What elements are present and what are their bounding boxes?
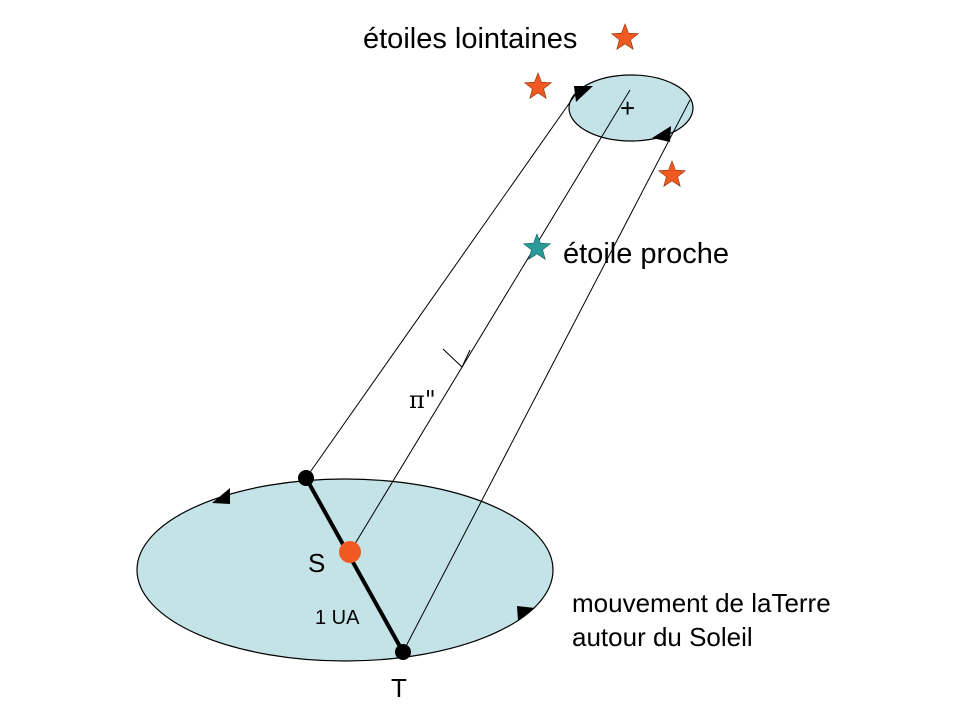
apparent-arrow-upper-left [574,86,593,102]
orbit-arrow-lower-right [517,606,535,621]
orbit-caption-line2: autour du Soleil [572,622,753,652]
sun-label: S [308,548,325,578]
nearby-star-label: étoile proche [563,238,729,270]
earth-label: T [391,673,407,703]
apparent-arrow-lower-right [652,126,671,142]
distance-label: 1 UA [315,607,360,629]
orbit-arrow-upper-left [212,488,230,504]
sun-dot [339,541,361,563]
distant-stars-label: étoiles lointaines [363,23,577,55]
apparent-motion-ellipse [568,74,694,142]
parallax-angle-label: π" [409,386,436,414]
nearby-star-icon [522,233,552,260]
distant-star-icon [657,160,687,187]
sky-center-mark: + [620,93,635,123]
earth-orbit-ellipse [136,478,554,662]
distant-star-icon [610,23,640,50]
earth-position-top-dot [298,470,314,486]
sight-line-earth-t [402,99,691,653]
earth-position-t-dot [395,644,411,660]
distant-star-icon [523,72,553,99]
orbit-caption-line1: mouvement de laTerre [572,588,831,618]
sight-line-sun [349,89,631,553]
right-angle-marker [442,348,471,368]
baseline-1ua [304,477,405,653]
sight-line-upper-earth [305,87,581,479]
